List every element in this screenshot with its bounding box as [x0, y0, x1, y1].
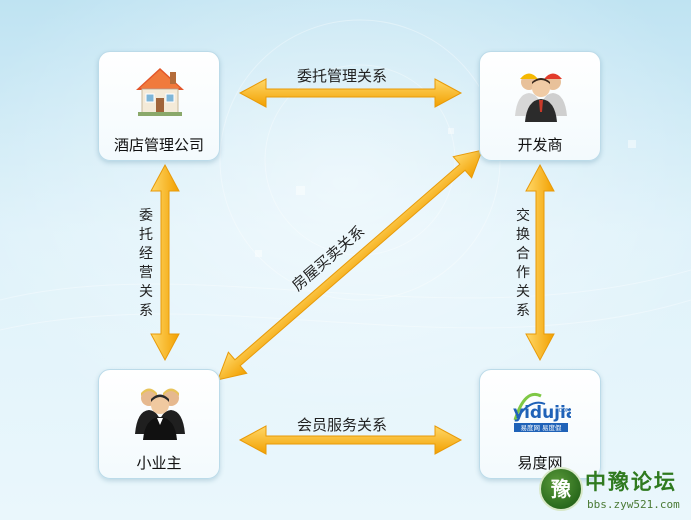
- forum-url: bbs.zyw521.com: [587, 498, 680, 511]
- node-label: 小业主: [136, 454, 182, 472]
- node-yiduwang: yidujia .COM 易度网 易度假 易度网: [479, 369, 601, 479]
- arrow-bottom: [238, 425, 463, 455]
- people-group-icon: [135, 388, 185, 440]
- arrow-left: [150, 163, 180, 362]
- forum-title: 中豫论坛: [585, 469, 677, 494]
- node-label: 开发商: [517, 136, 563, 154]
- yidujia-logo-icon: yidujia .COM 易度网 易度假: [513, 393, 571, 432]
- yidujia-suffix-text: .COM: [557, 408, 570, 414]
- node-developer: 开发商: [479, 51, 601, 161]
- node-label: 酒店管理公司: [113, 136, 204, 154]
- forum-seal-logo: 豫: [539, 467, 583, 511]
- relation-label-top: 委托管理关系: [297, 67, 388, 85]
- node-hotel-management: 酒店管理公司: [98, 51, 220, 161]
- node-label: 易度网: [517, 454, 563, 472]
- relation-label-bottom: 会员服务关系: [297, 416, 388, 434]
- arrow-diagonal: [217, 149, 483, 381]
- house-icon: [136, 68, 184, 116]
- node-small-owner: 小业主: [98, 369, 220, 479]
- yidujia-sub-text: 易度网 易度假: [520, 423, 562, 432]
- relation-label-left: 委托经营关系: [139, 208, 153, 319]
- arrow-right: [525, 163, 555, 362]
- forum-watermark: 豫 中豫论坛 bbs.zyw521.com: [533, 466, 691, 520]
- yidujia-brand-text: yidujia: [513, 403, 571, 423]
- workers-icon: [515, 73, 567, 122]
- arrow-top: [238, 78, 463, 108]
- relation-label-right: 交换合作关系: [516, 208, 530, 319]
